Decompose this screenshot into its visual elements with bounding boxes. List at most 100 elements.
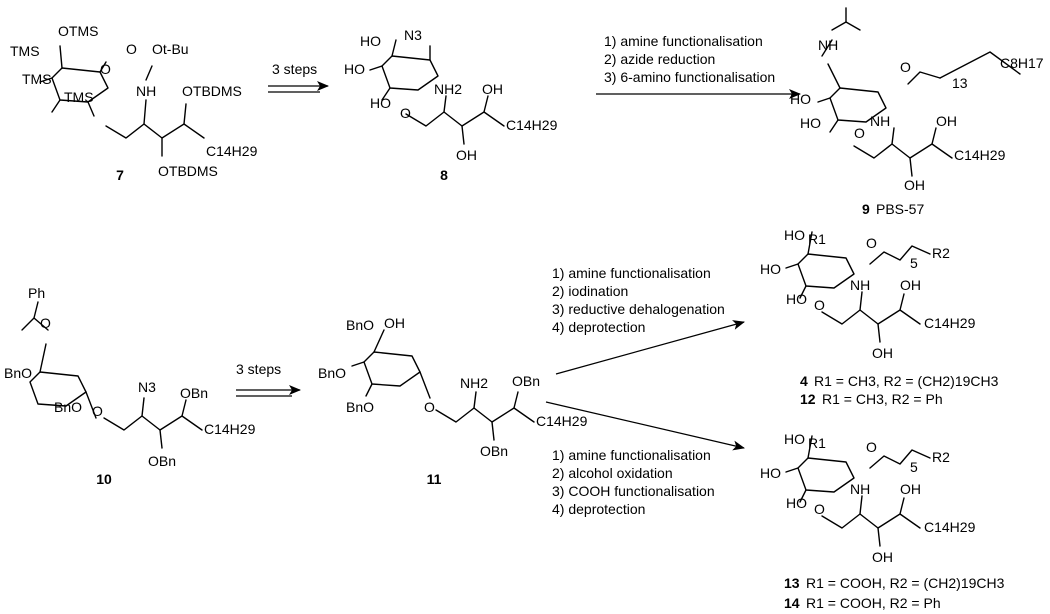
compound-14-desc: R1 = COOH, R2 = Ph <box>806 595 941 611</box>
nh-label: NH <box>136 83 156 99</box>
subscript-13: 13 <box>952 75 968 91</box>
alkyl-chain-label: C14H29 <box>924 519 976 535</box>
nh-label: NH <box>850 481 870 497</box>
otbdms-label: OTBDMS <box>158 163 218 179</box>
otms-label: OTMS <box>58 23 98 39</box>
arrow-2: 1) amine functionalisation 2) azide redu… <box>596 33 801 99</box>
nh2-label: NH2 <box>460 375 488 391</box>
alkyl-chain-label: C14H29 <box>536 413 588 429</box>
ho-label: HO <box>760 465 781 481</box>
oh-label: OH <box>900 481 921 497</box>
arrow-2-step-2: 2) azide reduction <box>604 51 715 67</box>
compound-4-12-structure: HO R1 HO HO O O 5 R2 NH OH OH C14H29 <box>760 227 976 361</box>
ho-label: HO <box>786 495 807 511</box>
compound-10-structure: Ph O BnO BnO O N3 OBn OBn C14H29 <box>4 285 256 469</box>
arrow-4-step-2: 2) iodination <box>552 283 628 299</box>
ho-label: HO <box>370 95 391 111</box>
arrow-1-label: 3 steps <box>272 61 317 77</box>
arrow-3-label: 3 steps <box>236 361 281 377</box>
ho-label: HO <box>344 61 365 77</box>
hn-label: NH <box>818 37 838 53</box>
r2-label: R2 <box>932 245 950 261</box>
carbonyl-o-label: O <box>126 41 137 57</box>
carbonyl-o-label: O <box>900 59 911 75</box>
oh-label: OH <box>456 147 477 163</box>
bno-label: BnO <box>346 399 374 415</box>
compound-12-desc: R1 = CH3, R2 = Ph <box>822 391 943 407</box>
compound-12-number: 12 <box>800 391 816 407</box>
nh-label: NH <box>870 113 890 129</box>
compound-9-name: PBS-57 <box>876 201 924 217</box>
bno-label: BnO <box>318 365 346 381</box>
ho-label: HO <box>800 115 821 131</box>
obn-label: OBn <box>512 373 540 389</box>
r1-label: R1 <box>808 435 826 451</box>
compound-13-14-structure: HO R1 HO HO O O 5 R2 NH OH OH C14H29 <box>760 431 976 565</box>
tms-label: TMS <box>64 89 94 105</box>
arrow-5-step-2: 2) alcohol oxidation <box>552 465 673 481</box>
tms-label: TMS <box>22 71 52 87</box>
otbdms-label: OTBDMS <box>182 83 242 99</box>
nh2-label: NH2 <box>434 81 462 97</box>
compound-8-number: 8 <box>440 167 448 183</box>
ho-label: HO <box>784 227 805 243</box>
oh-label: OH <box>482 81 503 97</box>
obn-label: OBn <box>480 443 508 459</box>
ring-o-label: O <box>424 399 435 415</box>
compound-7-structure: OTMS TMS TMS TMS O O Ot-Bu NH OTBDMS OTB… <box>10 23 258 179</box>
alkyl-chain-label: C14H29 <box>954 147 1006 163</box>
arrow-4-step-4: 4) deprotection <box>552 319 645 335</box>
bno-label: BnO <box>346 317 374 333</box>
carbonyl-o-label: O <box>866 439 877 455</box>
compound-8-structure: N3 HO HO HO O NH2 OH OH C14H29 <box>344 27 558 163</box>
azide-label: N3 <box>138 379 156 395</box>
compound-9-structure: NH HO HO O O 13 C8H17 NH OH OH C14H29 <box>790 7 1044 193</box>
azide-label: N3 <box>404 27 422 43</box>
alkyl-chain-label: C14H29 <box>204 421 256 437</box>
ring-o-label: O <box>92 403 103 419</box>
acetal-o-label: O <box>40 315 51 331</box>
compound-7-number: 7 <box>116 167 124 183</box>
subscript-5: 5 <box>910 255 918 271</box>
compound-4-number: 4 <box>800 373 808 389</box>
arrow-1: 3 steps <box>268 61 329 93</box>
alkyl-chain-label: C14H29 <box>206 143 258 159</box>
arrow-5-step-1: 1) amine functionalisation <box>552 447 711 463</box>
arrow-2-step-3: 3) 6-amino functionalisation <box>604 69 775 85</box>
ring-o-label: O <box>854 125 865 141</box>
arrow-5-step-4: 4) deprotection <box>552 501 645 517</box>
bno-label: BnO <box>4 365 32 381</box>
compound-13-desc: R1 = COOH, R2 = (CH2)19CH3 <box>806 575 1005 591</box>
ho-label: HO <box>790 91 811 107</box>
compound-11-structure: BnO OH BnO BnO O NH2 OBn OBn C14H29 <box>318 315 588 459</box>
compound-9-number: 9 <box>862 201 870 217</box>
oh-label: OH <box>904 177 925 193</box>
alkyl-chain-label: C14H29 <box>506 117 558 133</box>
ho-label: HO <box>784 431 805 447</box>
alkyl-chain-label: C14H29 <box>924 315 976 331</box>
compound-13-number: 13 <box>784 575 800 591</box>
arrow-4: 1) amine functionalisation 2) iodination… <box>552 265 745 375</box>
ring-oxygen-label: O <box>100 61 111 77</box>
c8h17-label: C8H17 <box>1000 55 1044 71</box>
arrow-4-step-1: 1) amine functionalisation <box>552 265 711 281</box>
arrow-4-step-3: 3) reductive dehalogenation <box>552 301 725 317</box>
arrow-5: 1) amine functionalisation 2) alcohol ox… <box>545 401 745 517</box>
oh-label: OH <box>900 277 921 293</box>
arrow-5-step-3: 3) COOH functionalisation <box>552 483 715 499</box>
oh-label: OH <box>872 345 893 361</box>
bno-label: BnO <box>54 399 82 415</box>
compound-10-number: 10 <box>96 471 112 487</box>
ho-label: HO <box>786 291 807 307</box>
compound-11-number: 11 <box>427 471 442 487</box>
tms-label: TMS <box>10 43 40 59</box>
arrow-3: 3 steps <box>236 361 301 397</box>
arrow-2-step-1: 1) amine functionalisation <box>604 33 763 49</box>
obn-label: OBn <box>148 453 176 469</box>
ring-o-label: O <box>400 105 411 121</box>
oh-label: OH <box>872 549 893 565</box>
compound-4-desc: R1 = CH3, R2 = (CH2)19CH3 <box>814 373 999 389</box>
r1-label: R1 <box>808 231 826 247</box>
oh-label: OH <box>936 113 957 129</box>
